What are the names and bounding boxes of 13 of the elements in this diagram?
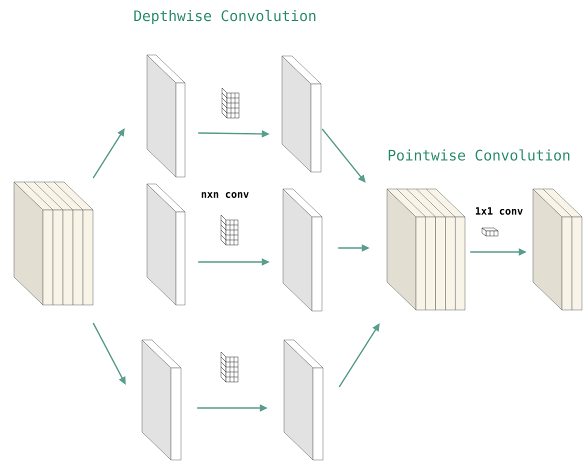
feature-map-slab (146, 54, 186, 178)
feature-map-stack (14, 182, 94, 306)
feature-map-slab (284, 340, 324, 460)
feature-map-slab (146, 184, 186, 306)
feature-map-slab (282, 56, 322, 172)
kernel-label: nxn conv (202, 192, 249, 198)
section-heading: Depthwise Convolution (134, 10, 316, 24)
section-heading: Pointwise Convolution (388, 149, 570, 161)
feature-map-slab (282, 188, 322, 312)
kernel-label: 1x1 conv (476, 207, 523, 215)
feature-map-slab (142, 340, 182, 460)
feature-map-stack (386, 188, 466, 310)
feature-map-stack (532, 188, 582, 310)
